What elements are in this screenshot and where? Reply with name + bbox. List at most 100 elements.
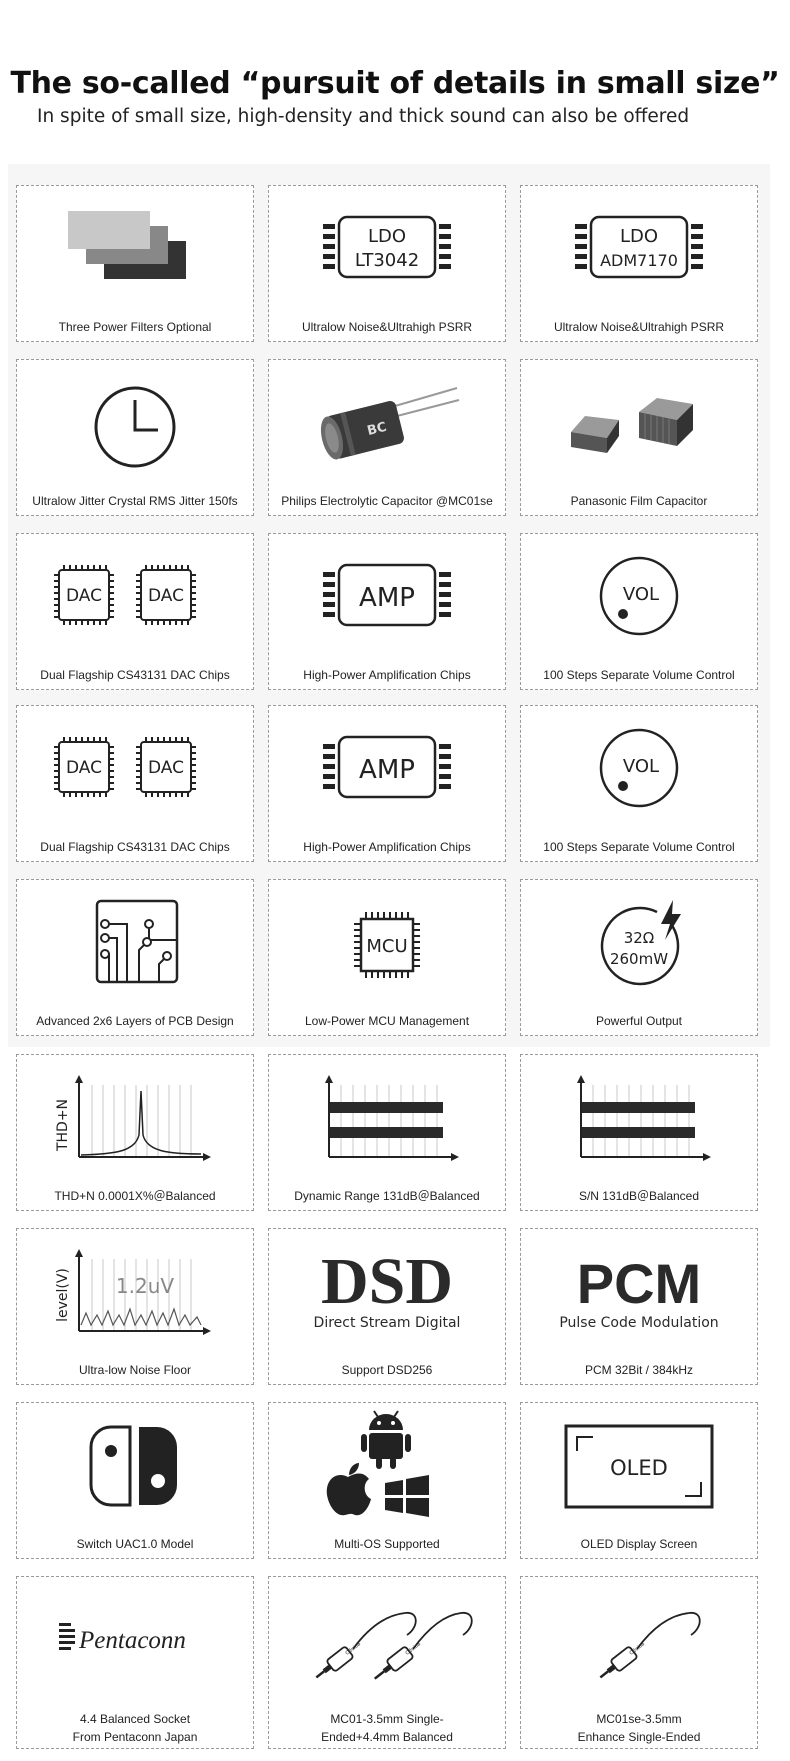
feature-caption: Ultralow Noise&Ultrahigh PSRR xyxy=(553,320,725,334)
axis-label: level(V) xyxy=(55,1268,71,1322)
chip-text-line2: LT3042 xyxy=(355,250,419,271)
apple-icon xyxy=(326,1463,371,1516)
feature-caption: Ultralow Noise&Ultrahigh PSRR xyxy=(301,320,473,334)
feature-card-single-cable: Cduioa MC01se-3.5mm Enhance Single-Ended xyxy=(520,1576,758,1749)
feature-caption: Three Power Filters Optional xyxy=(58,320,212,334)
chip-label: DAC xyxy=(148,758,184,778)
noise-floor-graph-icon: level(V) 1.2uV xyxy=(55,1249,211,1335)
feature-card-pcm: PCM Pulse Code Modulation PCM 32Bit / 38… xyxy=(520,1228,758,1385)
amp-chip-icon: AMP xyxy=(323,563,451,627)
chip-text-line1: LDO xyxy=(620,226,658,247)
feature-caption: S/N 131dB＠Balanced xyxy=(578,1189,700,1203)
pentaconn-logo-text: Pentaconn xyxy=(78,1627,186,1654)
pentaconn-logo-icon: Pentaconn xyxy=(59,1623,186,1654)
feature-card-output-power: 32Ω 260mW Powerful Output xyxy=(520,879,758,1036)
feature-caption: Advanced 2x6 Layers of PCB Design xyxy=(36,1014,234,1028)
feature-caption: PCM 32Bit / 384kHz xyxy=(584,1363,694,1377)
feature-card-ldo-lt3042: LDO LT3042 Ultralow Noise&Ultrahigh PSRR xyxy=(268,185,506,342)
feature-caption: Panasonic Film Capacitor xyxy=(570,494,708,508)
feature-card-pentaconn: Pentaconn 4.4 Balanced Socket From Penta… xyxy=(16,1576,254,1749)
caption-line-2: Ended+4.4mm Balanced xyxy=(321,1730,453,1744)
dual-cable-icon: Cduioa Cduioa xyxy=(315,1612,473,1680)
feature-card-crystal: Ultralow Jitter Crystal RMS Jitter 150fs xyxy=(16,359,254,516)
axis-label: THD+N xyxy=(55,1099,71,1152)
feature-card-dac-chips: DAC DAC Dual Flagship CS43131 DAC Chips xyxy=(16,533,254,690)
volume-knob-icon: VOL xyxy=(599,728,679,808)
feature-caption: Dual Flagship CS43131 DAC Chips xyxy=(40,840,230,854)
noise-level-value: 1.2uV xyxy=(116,1274,174,1298)
chip-label: DAC xyxy=(148,586,184,606)
feature-caption: Powerful Output xyxy=(595,1014,683,1028)
pcm-logo-text: PCM xyxy=(577,1252,701,1315)
feature-caption: Dynamic Range 131dB＠Balanced xyxy=(294,1189,480,1203)
dynamic-range-graph-icon xyxy=(325,1075,459,1161)
mcu-chip-icon: MCU xyxy=(354,912,420,978)
feature-card-film-capacitor: Panasonic Film Capacitor xyxy=(520,359,758,516)
chip-label: DAC xyxy=(66,758,102,778)
feature-card-oled: OLED OLED Display Screen xyxy=(520,1402,758,1559)
page-title: The so-called “pursuit of details in sma… xyxy=(10,66,780,101)
caption-line-1: 4.4 Balanced Socket xyxy=(79,1712,191,1726)
feature-caption: MC01se-3.5mm Enhance Single-Ended xyxy=(523,1710,755,1746)
feature-caption: THD+N 0.0001X%＠Balanced xyxy=(54,1189,216,1203)
dsd-logo-text: DSD xyxy=(321,1245,453,1318)
dac-chip-icon: DAC DAC xyxy=(54,565,196,625)
amp-chip-icon: AMP xyxy=(323,735,451,799)
feature-caption: Dual Flagship CS43131 DAC Chips xyxy=(40,668,230,682)
page-subtitle: In spite of small size, high-density and… xyxy=(37,106,690,127)
plug-label: Cduioa xyxy=(629,1641,646,1656)
feature-card-amp-chips: AMP High-Power Amplification Chips xyxy=(268,533,506,690)
feature-card-electrolytic-capacitor: BC Philips Electrolytic Capacitor @MC01s… xyxy=(268,359,506,516)
feature-caption: Philips Electrolytic Capacitor @MC01se xyxy=(281,494,493,508)
chip-label: AMP xyxy=(359,583,415,613)
feature-card-volume-control: VOL 100 Steps Separate Volume Control xyxy=(520,705,758,862)
caption-line-2: Enhance Single-Ended xyxy=(577,1730,701,1744)
windows-icon xyxy=(385,1475,429,1517)
oled-label: OLED xyxy=(610,1456,668,1480)
feature-caption: 4.4 Balanced Socket From Pentaconn Japan xyxy=(19,1710,251,1746)
feature-card-snr: S/N 131dB＠Balanced xyxy=(520,1054,758,1211)
feature-card-dsd: DSD Direct Stream Digital Support DSD256 xyxy=(268,1228,506,1385)
capacitor-marking: BC xyxy=(366,420,389,439)
caption-line-2: From Pentaconn Japan xyxy=(72,1730,198,1744)
feature-caption: Multi-OS Supported xyxy=(334,1537,440,1551)
knob-label: VOL xyxy=(623,756,659,777)
feature-caption: Ultra-low Noise Floor xyxy=(78,1363,192,1377)
pcm-logo-subtitle: Pulse Code Modulation xyxy=(559,1315,718,1331)
caption-line-1: MC01-3.5mm Single- xyxy=(330,1712,444,1726)
feature-card-pcb: Advanced 2x6 Layers of PCB Design xyxy=(16,879,254,1036)
oled-screen-icon: OLED xyxy=(564,1424,714,1509)
chip-text-line2: ADM7170 xyxy=(600,251,678,270)
feature-card-mcu: MCU Low-Power MCU Management xyxy=(268,879,506,1036)
output-power: 260mW xyxy=(610,950,668,968)
knob-label: VOL xyxy=(623,584,659,605)
plug-label: Cduioa xyxy=(405,1641,422,1656)
chip-label: AMP xyxy=(359,755,415,785)
dsd-logo-subtitle: Direct Stream Digital xyxy=(314,1315,461,1331)
android-icon xyxy=(361,1410,411,1469)
electrolytic-capacitor-icon: BC xyxy=(320,387,460,460)
feature-card-dac-chips: DAC DAC Dual Flagship CS43131 DAC Chips xyxy=(16,705,254,862)
clock-icon xyxy=(94,386,176,468)
feature-caption: 100 Steps Separate Volume Control xyxy=(543,840,735,854)
feature-card-dual-cable: Cduioa Cduioa MC01-3.5mm Single- Ended+4… xyxy=(268,1576,506,1749)
power-filter-layers-icon xyxy=(68,211,186,279)
feature-caption: Switch UAC1.0 Model xyxy=(76,1537,194,1551)
feature-card-amp-chips: AMP High-Power Amplification Chips xyxy=(268,705,506,862)
dsd-logo-icon: DSD Direct Stream Digital xyxy=(314,1245,461,1331)
plug-label: Cduioa xyxy=(345,1641,362,1656)
chip-label: DAC xyxy=(66,586,102,606)
dac-chip-icon: DAC DAC xyxy=(54,737,196,797)
feature-card-multi-os: Multi-OS Supported xyxy=(268,1402,506,1559)
chip-text-line1: LDO xyxy=(368,226,406,247)
chip-label: MCU xyxy=(366,936,407,957)
feature-caption: High-Power Amplification Chips xyxy=(303,668,471,682)
feature-card-switch: Switch UAC1.0 Model xyxy=(16,1402,254,1559)
feature-card-volume-control: VOL 100 Steps Separate Volume Control xyxy=(520,533,758,690)
power-output-icon: 32Ω 260mW xyxy=(600,900,681,986)
feature-caption: MC01-3.5mm Single- Ended+4.4mm Balanced xyxy=(271,1710,503,1746)
ldo-chip-icon: LDO ADM7170 xyxy=(575,215,703,279)
feature-card-thd: THD+N THD+N 0.0001X%＠Balanced xyxy=(16,1054,254,1211)
switch-console-icon xyxy=(89,1425,177,1507)
sn-graph-icon xyxy=(577,1075,711,1161)
